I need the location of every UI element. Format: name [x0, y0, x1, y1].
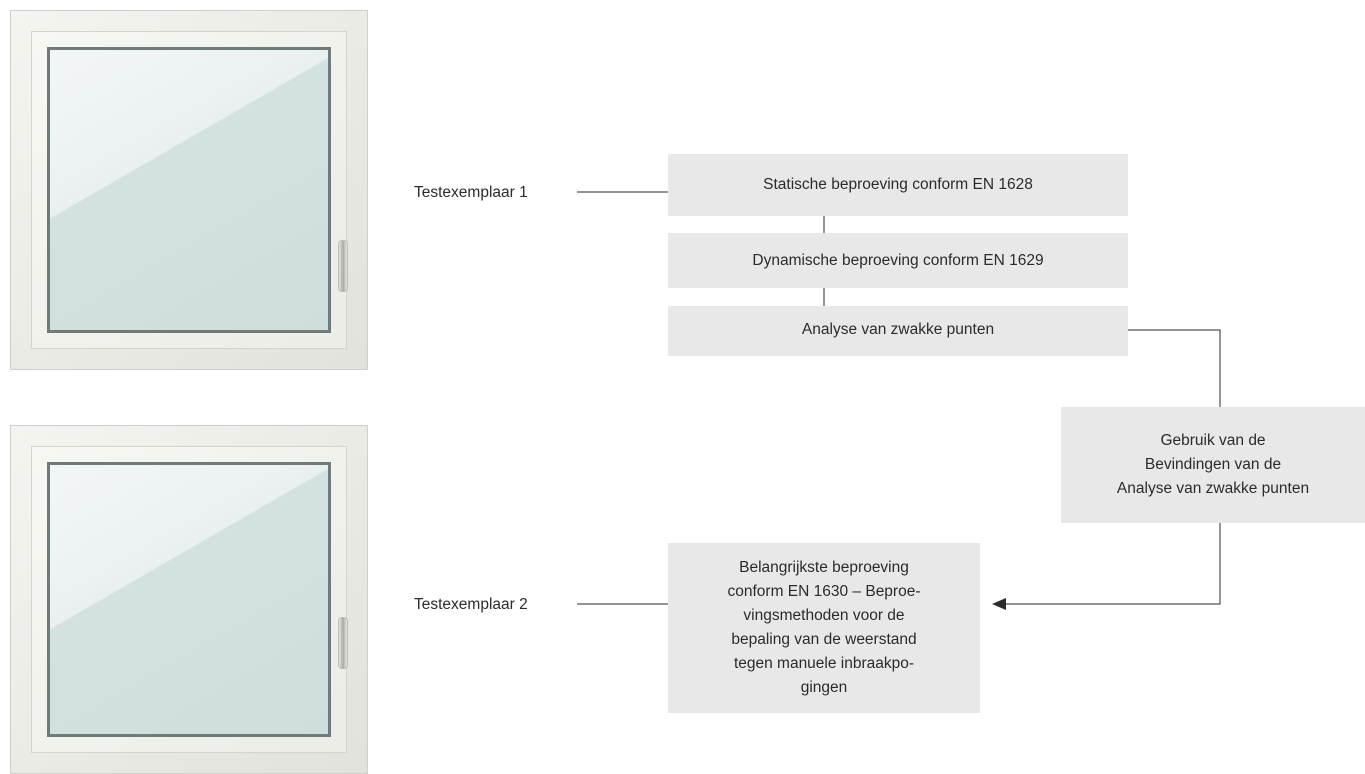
step-main-test: Belangrijkste beproeving conform EN 1630… — [668, 543, 980, 713]
window-handle-icon — [339, 618, 347, 668]
window-image-1 — [10, 10, 368, 370]
step-weak-point-analysis: Analyse van zwakke punten — [668, 306, 1128, 356]
window-image-2 — [10, 425, 368, 774]
arrow-left-icon — [992, 598, 1006, 610]
analysis-to-findings-connector — [1128, 329, 1221, 407]
step-static-test: Statische beproeving conform EN 1628 — [668, 154, 1128, 216]
specimen-2-label: Testexemplaar 2 — [414, 596, 528, 613]
specimen-1-label: Testexemplaar 1 — [414, 184, 528, 201]
step-dynamic-test: Dynamische beproeving conform EN 1629 — [668, 233, 1128, 288]
window-handle-icon — [339, 241, 347, 291]
window-glass — [47, 47, 331, 333]
findings-to-main-connector — [1005, 523, 1221, 605]
step-use-findings: Gebruik van de Bevindingen van de Analys… — [1061, 407, 1365, 523]
window-glass — [47, 462, 331, 737]
